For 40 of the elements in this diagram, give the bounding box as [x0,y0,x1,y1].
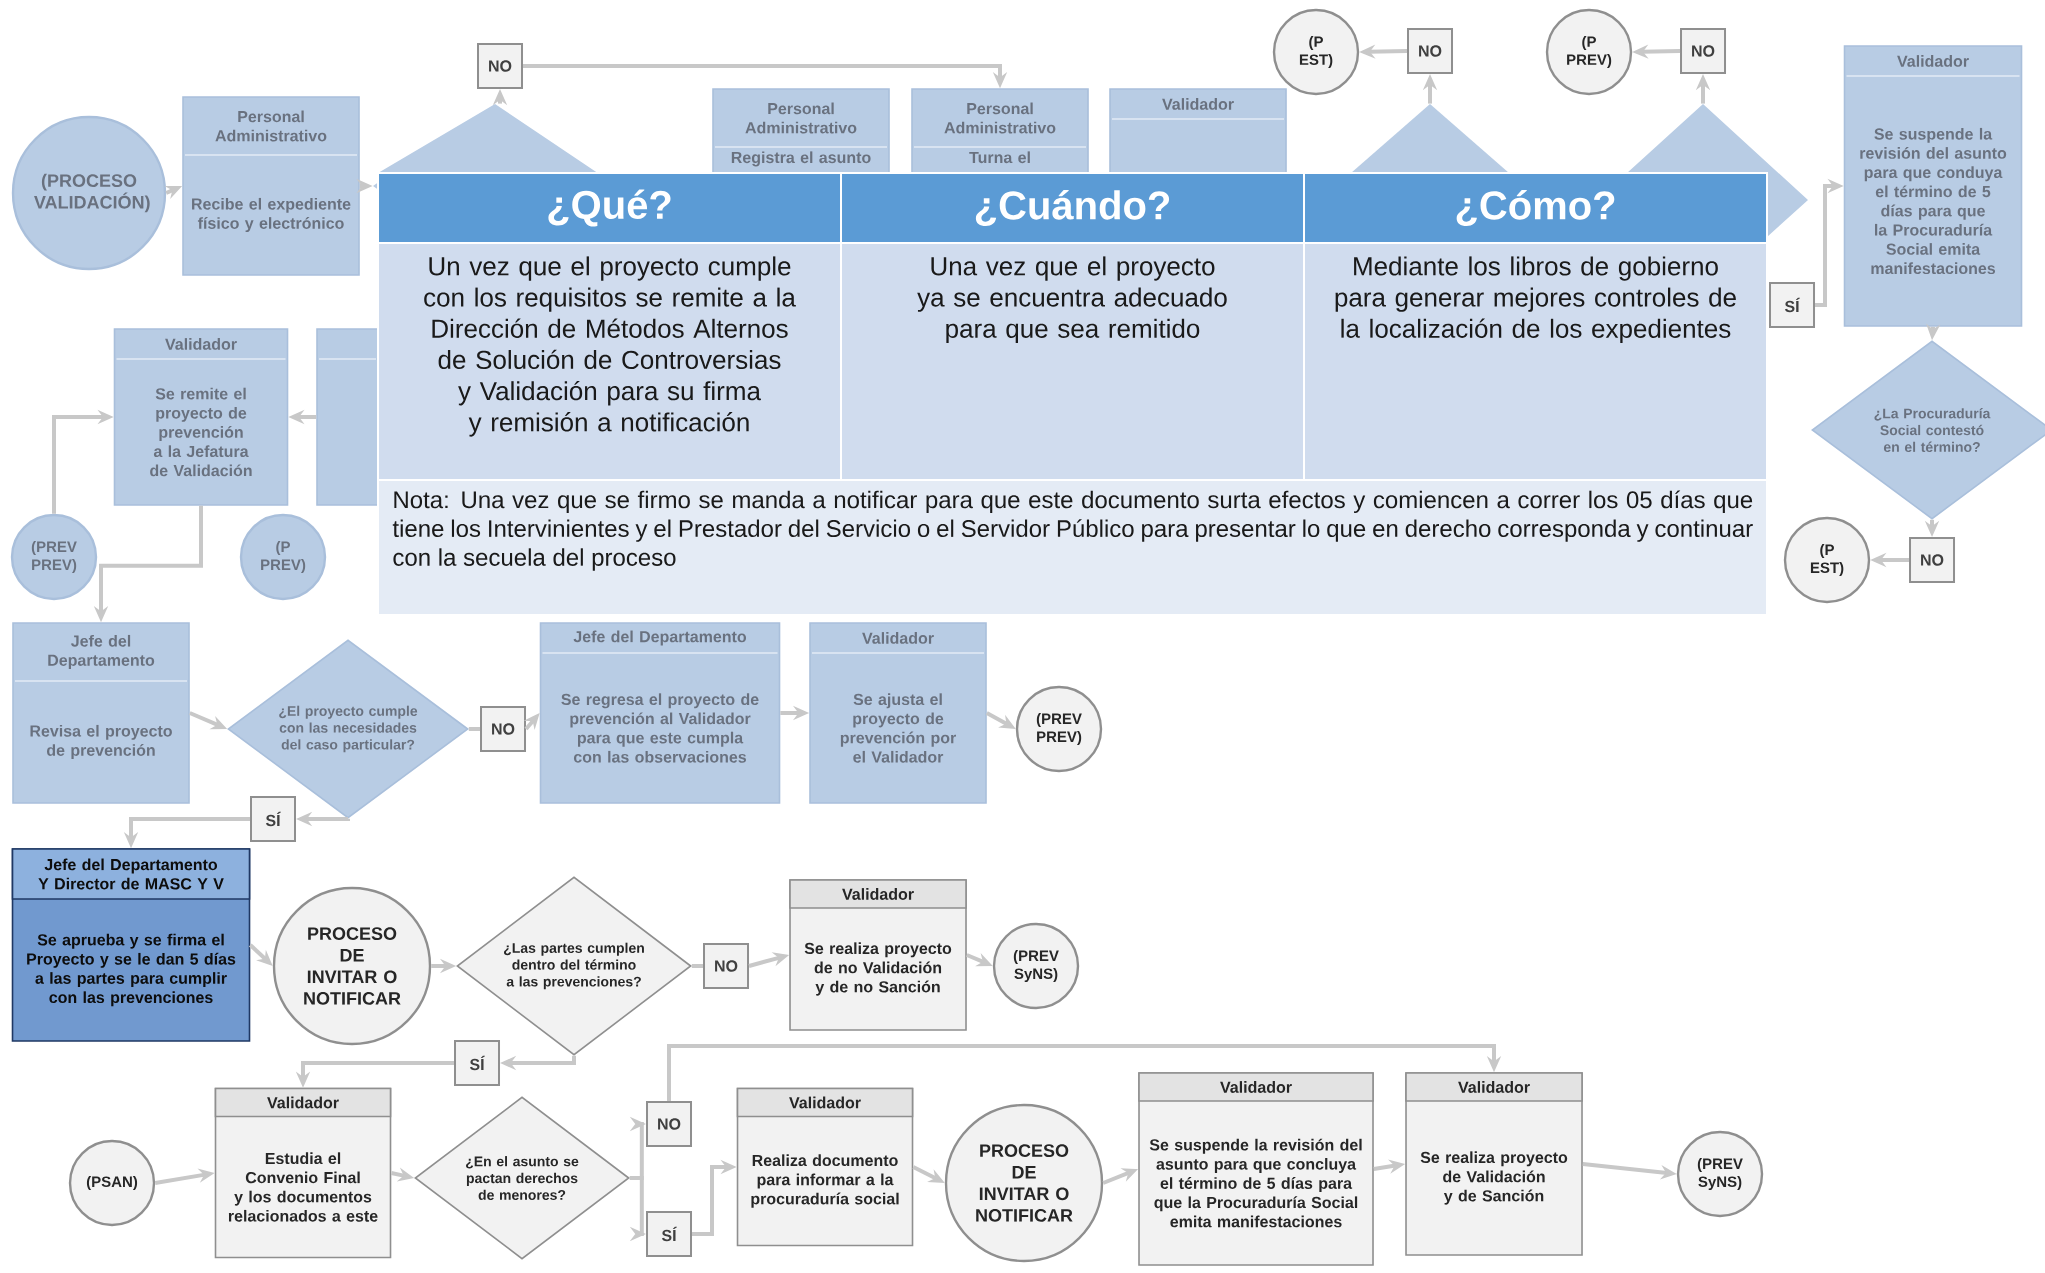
process-box: Validador Realiza documento para informar a la procuraduría social [736,1087,914,1247]
branch-label-box: NO [477,43,523,89]
connector-line [468,727,480,731]
branch-label-box: NO [1680,28,1726,74]
branch-label-box: SÍ [646,1211,692,1257]
process-box: Jefe del Departamento Se regresa el proyecto de prevención al Validador para que este cumpla con las observaciones [539,622,781,804]
branch-label-box: NO [1909,537,1955,583]
arrow [667,1044,1502,1101]
branch-label-box: NO [703,943,749,989]
process-box: Personal Administrativo Registra el asunto [712,88,890,174]
decision-diamond [1627,104,1808,237]
process-box: Validador Estudia el Convenio Final y los documentos relacionados a este [214,1087,392,1259]
process-box: Validador Se remite el proyecto de prevención a la Jefatura de Validación [113,328,289,506]
table-cell: Un vez que el proyecto cumple con los requisitos se remite a la Dirección de Métodos Alternos de Solución de Controversias y Validación para su firma y remisión a notificación [377,242,842,481]
process-box: Validador Se realiza proyecto de Validación y de Sanción [1405,1072,1583,1256]
process-box: Validador Se realiza proyecto de no Validación y de no Sanción [789,879,967,1031]
branch-label-box: SÍ [454,1040,500,1086]
process-box: Validador [1109,88,1287,174]
process-box: Personal Administrativo Turna el [911,88,1089,174]
note-cell: Nota: Una vez que se firmo se manda a notificar para que este documento surta efectos y comiencen a correr los 05 días que tiene los Intervinientes y el Prestador del Servicio o el Servidor Público para presentar lo que en derecho corresponda y continuar con la secuela del proceso [377,479,1768,616]
process-box: Validador Se ajusta el proyecto de prevención por el Validador [809,622,987,804]
process-box: Validador Se suspende la revisión del asunto para que concluya el término de 5 días para que la Procuraduría Social emita manifestaciones [1138,1072,1374,1266]
connector-line [691,964,703,968]
process-box: Validador Se suspende la revisión del asunto para que conduya el término de 5 días para que la Procuraduría Social emita manifestaciones [1843,45,2023,327]
branch-label-box: SÍ [1769,282,1815,328]
table-header-cell: ¿Cuándo? [840,172,1305,244]
process-box: Personal Administrativo Recibe el expediente físico y electrónico [182,96,360,276]
branch-label-box: NO [646,1101,692,1147]
decision-diamond [373,104,598,190]
table-header-cell: ¿Qué? [377,172,842,244]
branch-label-box: NO [480,706,526,752]
process-box: Jefe del Departamento Y Director de MASC Y V Se aprueba y se firma el Proyecto y se le dan 5 días a las partes para cumplir con las prevenciones [11,848,251,1042]
table-cell: Una vez que el proyecto ya se encuentra adecuado para que sea remitido [840,242,1305,481]
decision-diamond [1351,104,1509,173]
table-header-cell: ¿Cómo? [1303,172,1768,244]
process-box [316,328,379,506]
branch-label-box: NO [1407,28,1453,74]
table-cell: Mediante los libros de gobierno para generar mejores controles de la localización de los expedientes [1303,242,1768,481]
branch-label-box: SÍ [250,796,296,842]
process-box: Jefe del Departamento Revisa el proyecto de prevención [12,622,190,804]
